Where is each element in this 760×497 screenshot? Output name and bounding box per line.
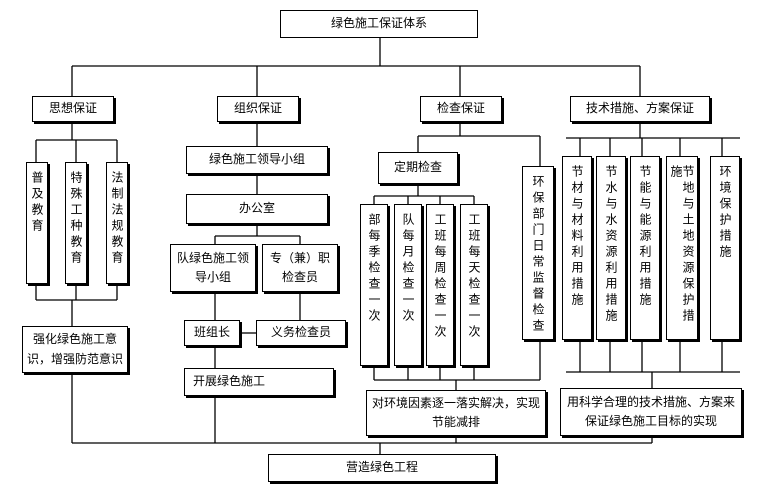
org-team-group: 队绿色施工领导小组 [170,244,256,292]
edu-law: 法制法规教育 [106,162,128,284]
tech-environment: 环境保护措施 [710,156,740,340]
insp-daily: 工班每天检查一次 [460,204,488,366]
tech-result: 用科学合理的技术措施、方案来保证绿色施工目标的实现 [560,388,742,436]
tech-material: 节材与材料利用措施 [562,156,592,340]
insp-weekly: 工班每周检查一次 [426,204,454,366]
goal-box: 营造绿色工程 [268,454,496,482]
tech-water: 节水与水资源利用措施 [596,156,626,340]
org-leader-group: 绿色施工领导小组 [186,146,328,174]
pillar-technical: 技术措施、方案保证 [570,96,710,122]
pillar-ideology: 思想保证 [32,96,114,122]
org-office: 办公室 [186,194,328,224]
pillar-organization: 组织保证 [217,96,299,122]
root-box: 绿色施工保证体系 [280,10,478,38]
insp-env-daily: 环保部门日常监督检查 [522,166,554,340]
pillar-inspection: 检查保证 [420,96,502,122]
org-result: 开展绿色施工 [184,368,334,396]
edu-general: 普及教育 [26,162,48,284]
tech-energy: 节能与能源利用措施 [630,156,660,340]
awareness-box: 强化绿色施工意识，增强防范意识 [22,326,128,373]
edu-special-trade: 特殊工种教育 [65,162,87,284]
tech-land: 节地与土地资源保护措施 [666,156,698,340]
insp-periodic: 定期检查 [378,152,458,184]
org-volunteer: 义务检查员 [256,320,346,346]
insp-quarterly: 部每季检查一次 [360,204,388,366]
insp-monthly: 队每月检查一次 [394,204,422,366]
org-squad-leader: 班组长 [184,320,240,346]
org-inspector: 专（兼）职检查员 [262,244,338,292]
insp-result: 对环境因素逐一落实解决，实现节能减排 [366,390,546,436]
